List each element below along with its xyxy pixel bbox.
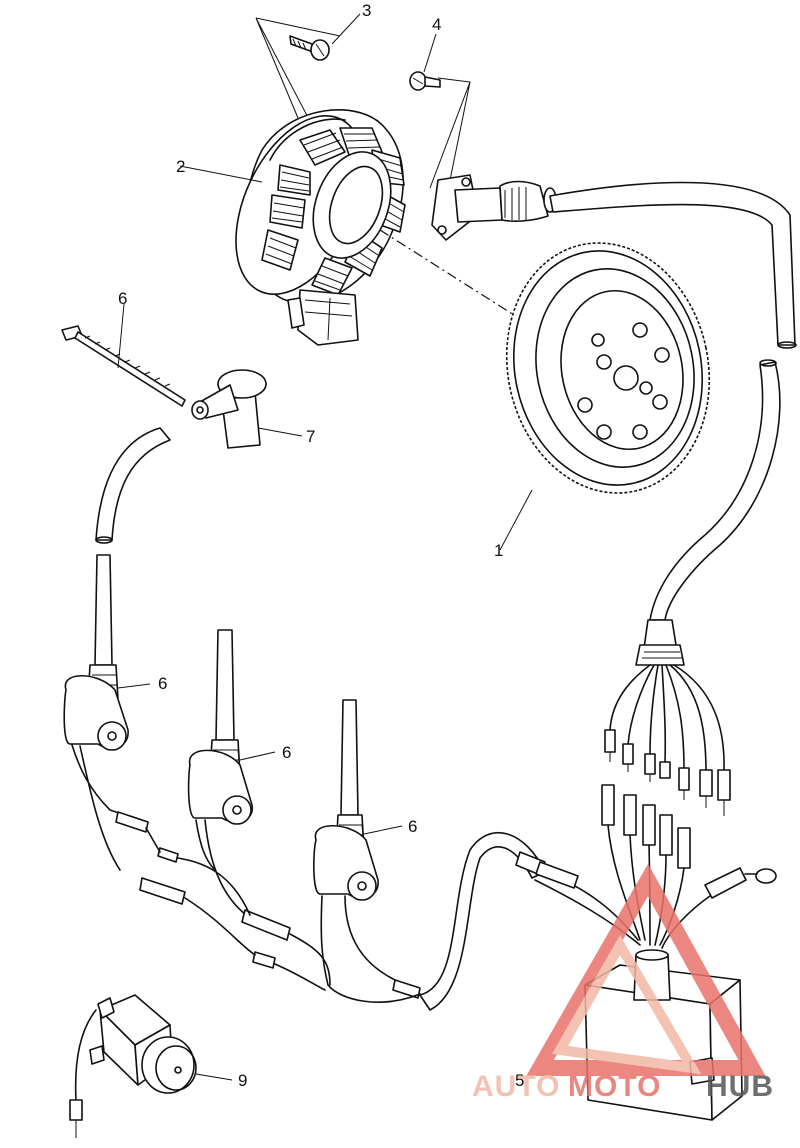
watermark-text-hub: HUB [706, 1070, 774, 1103]
callout-4: 4 [432, 15, 441, 34]
cable-tie-part-8 [61, 325, 186, 407]
watermark: AUTO MOTO HUB [472, 863, 774, 1103]
plug-cap-part-7 [191, 369, 267, 449]
watermark-triangle-outer [526, 863, 766, 1076]
coil-wiring [115, 811, 421, 1003]
callout-6b: 6 [282, 743, 291, 762]
watermark-text-auto: AUTO [472, 1070, 560, 1103]
callout-3: 3 [362, 1, 371, 20]
coil-part-6b [187, 629, 253, 919]
callout-6a: 6 [158, 674, 167, 693]
callout-7: 7 [306, 427, 315, 446]
watermark-text-moto: MOTO [568, 1070, 661, 1103]
main-cable-upper [549, 181, 796, 346]
callout-labels: 3 4 2 6 7 1 6 6 6 9 5 [118, 1, 524, 1090]
wire-bundle-lower [534, 784, 777, 949]
callout-6c: 6 [408, 817, 417, 836]
callout-2: 2 [176, 157, 185, 176]
flywheel-part-1 [505, 242, 711, 494]
relay-part-9 [69, 994, 197, 1138]
shaft-flange [431, 174, 557, 241]
wire-bundle-upper [604, 619, 731, 816]
stator-part-2 [235, 109, 406, 346]
watermark-triangle-inner [551, 935, 702, 1075]
callout-5: 5 [515, 1071, 524, 1090]
ht-lead-1 [95, 427, 171, 541]
screw-part-3 [289, 35, 330, 61]
screw-part-4 [409, 71, 441, 91]
callout-8: 6 [118, 289, 127, 308]
coil-part-6c [313, 699, 396, 986]
coil-part-6a [63, 554, 129, 871]
callout-1: 1 [494, 541, 503, 560]
callout-9: 9 [238, 1071, 247, 1090]
